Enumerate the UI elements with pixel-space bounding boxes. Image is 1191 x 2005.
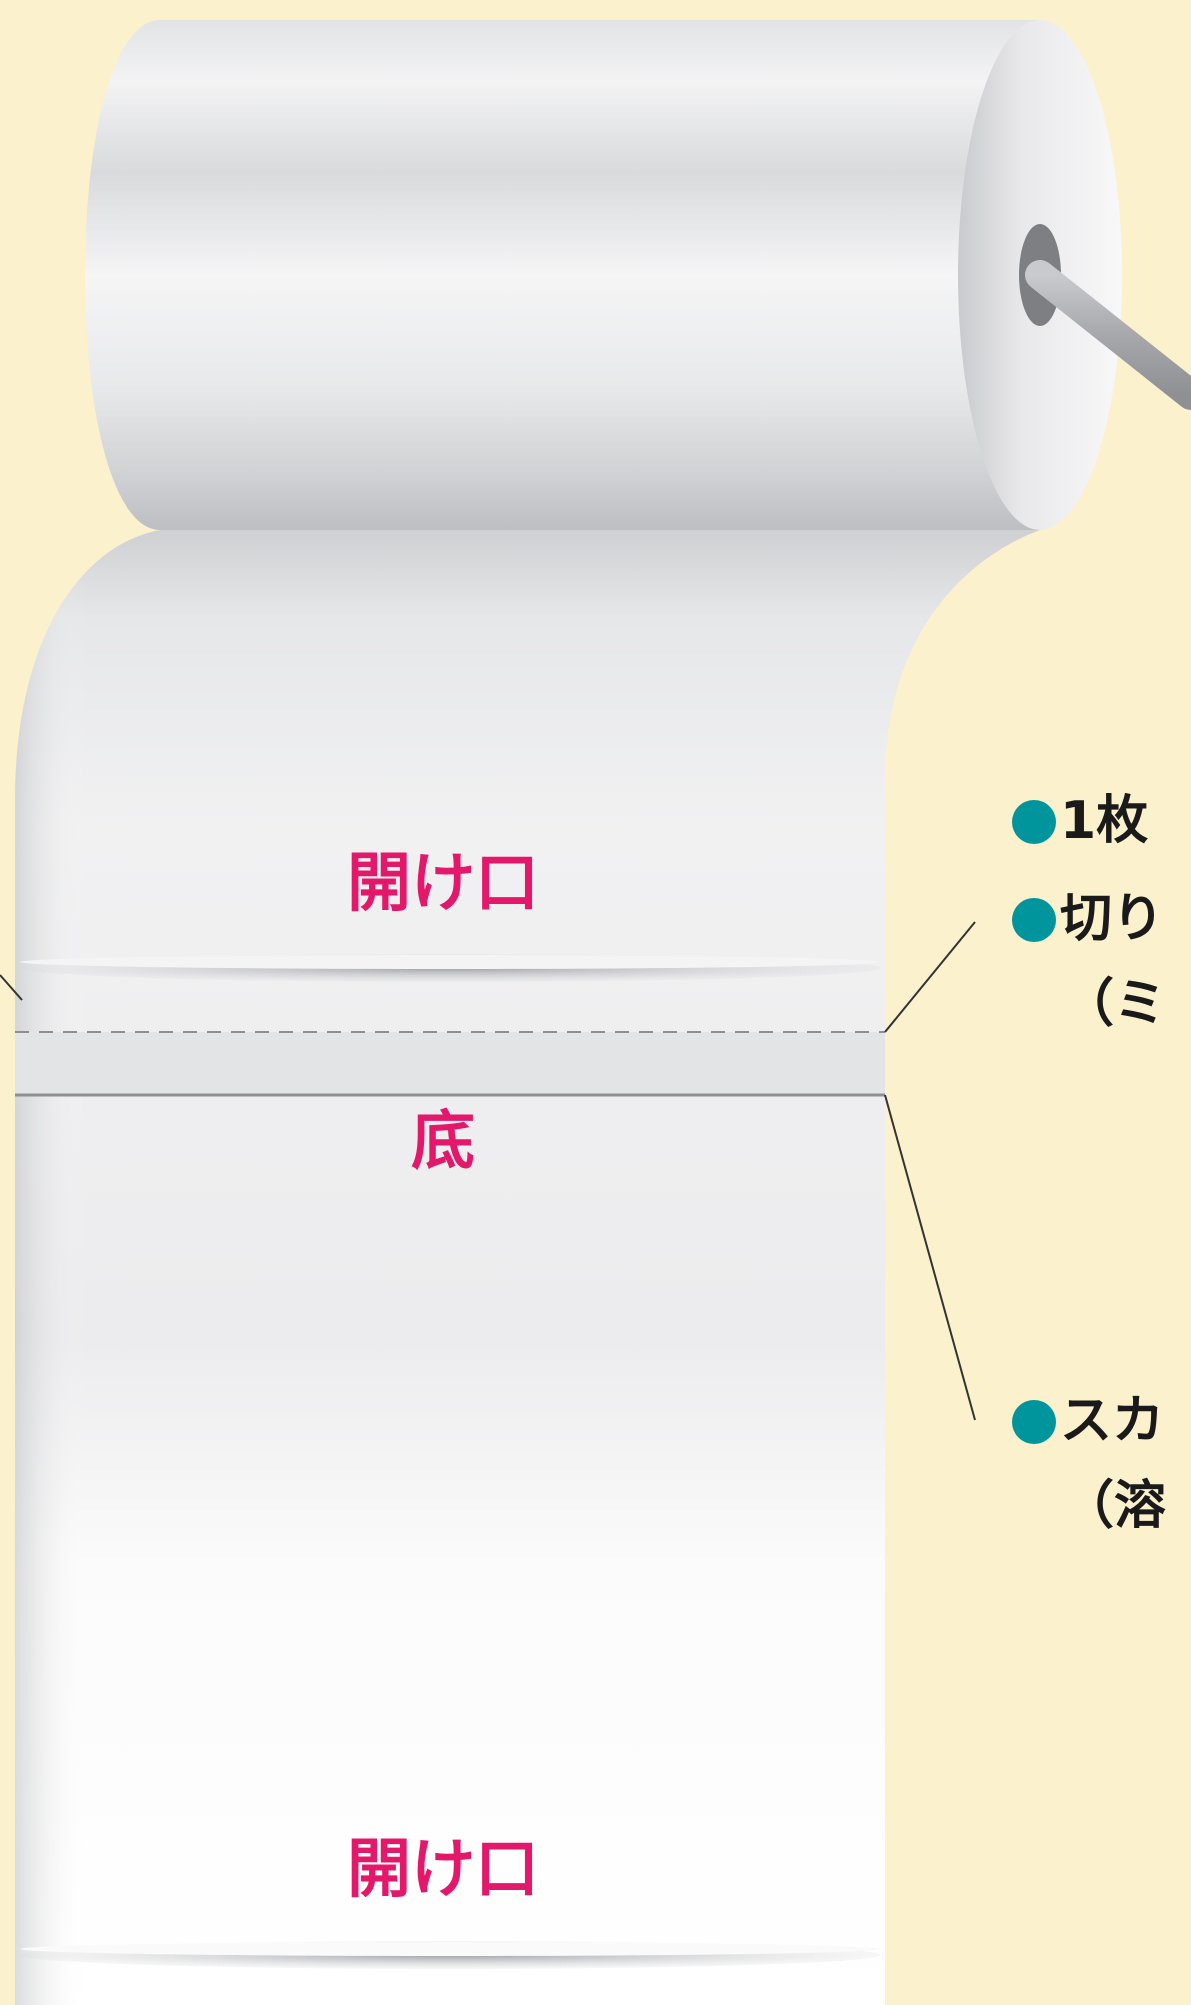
leader-line-perforation: [884, 921, 976, 1033]
lower-slit-highlight: [20, 1942, 880, 1956]
sheet-left-shading: [15, 530, 300, 2005]
note-3-subtext: （溶: [1062, 1476, 1167, 1536]
teal-bullet-icon: [1012, 898, 1056, 942]
seal-band: [15, 1032, 885, 1095]
note-3-text: スカ: [1060, 1391, 1165, 1451]
roll-cylinder: [85, 20, 1040, 530]
note-3: スカ: [1012, 1395, 1164, 1447]
note-1: 1枚: [1012, 795, 1148, 847]
roll-axle: [1025, 260, 1191, 410]
note-2: 切り: [1012, 893, 1164, 945]
teal-bullet-icon: [1012, 1400, 1056, 1444]
leader-line-seal: [884, 1094, 976, 1421]
note-2-text: 切り: [1060, 889, 1165, 949]
note-1-text: 1枚: [1060, 791, 1149, 851]
leader-line-left: [0, 974, 23, 1001]
teal-bullet-icon: [1012, 800, 1056, 844]
top-slit-highlight: [20, 955, 880, 969]
label-top-opening: 開け口: [347, 847, 539, 921]
label-lower-opening: 開け口: [347, 1833, 539, 1907]
label-bottom: 底: [411, 1105, 475, 1179]
bag-sheet: [15, 530, 1040, 2005]
note-2-subtext: （ミ: [1062, 974, 1167, 1034]
